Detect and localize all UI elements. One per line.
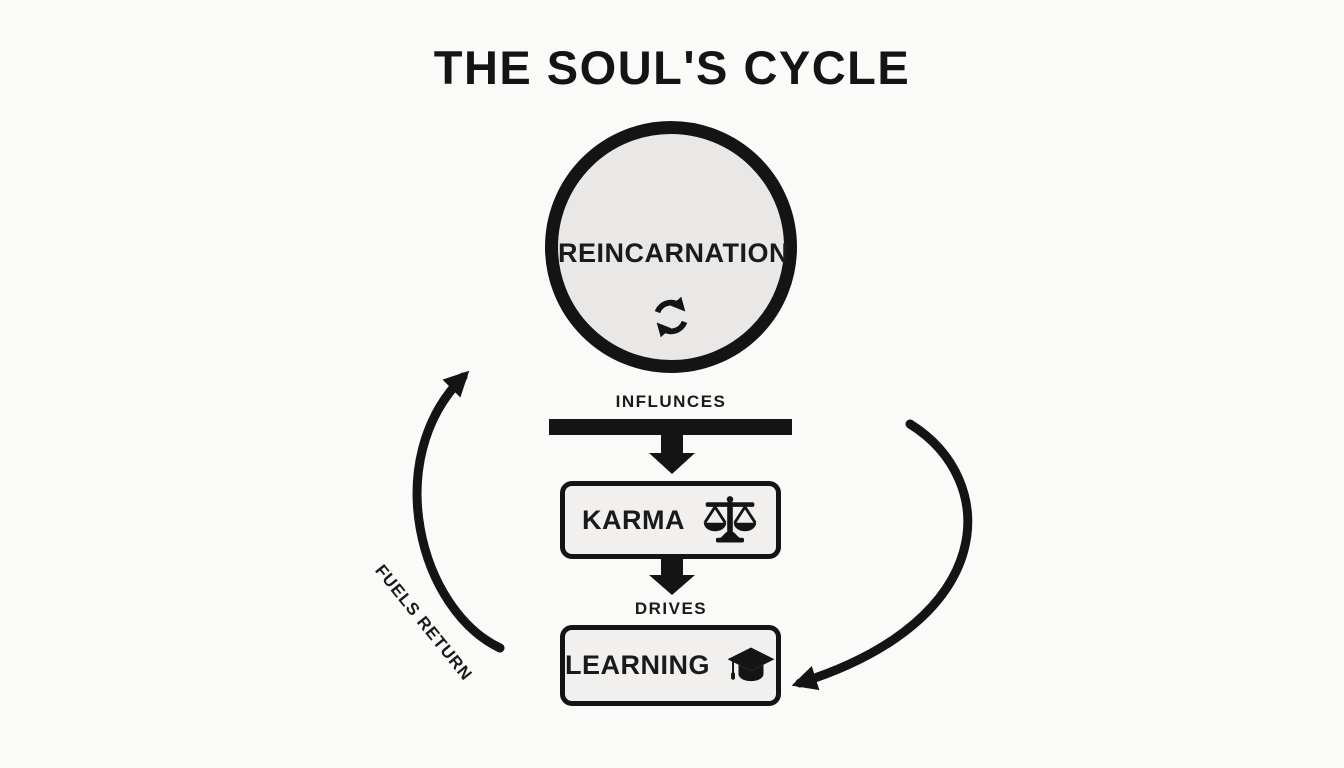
node-learning-label: LEARNING bbox=[565, 650, 710, 680]
descend-arc bbox=[791, 419, 973, 691]
page-title: THE SOUL'S CYCLE bbox=[433, 41, 911, 94]
node-learning: LEARNING bbox=[560, 625, 781, 706]
edge-label-fuels-return: FUELS RETURN bbox=[371, 561, 477, 685]
node-karma: KARMA bbox=[560, 481, 781, 559]
node-reincarnation-label: REINCARNATION bbox=[558, 238, 789, 268]
arrow-down-drives-icon bbox=[649, 558, 695, 595]
scales-icon bbox=[703, 496, 757, 543]
node-karma-label: KARMA bbox=[582, 504, 685, 535]
node-reincarnation: REINCARNATION bbox=[545, 121, 797, 373]
influence-bar bbox=[549, 419, 792, 435]
cycle-arrows-icon bbox=[654, 296, 688, 338]
edge-label-drives: DRIVES bbox=[634, 599, 708, 618]
fuels-return-arc bbox=[412, 370, 505, 653]
arrow-down-influences-icon bbox=[649, 435, 695, 474]
edge-label-influences: INFLUNCES bbox=[615, 392, 727, 411]
graduation-cap-icon bbox=[727, 647, 775, 682]
